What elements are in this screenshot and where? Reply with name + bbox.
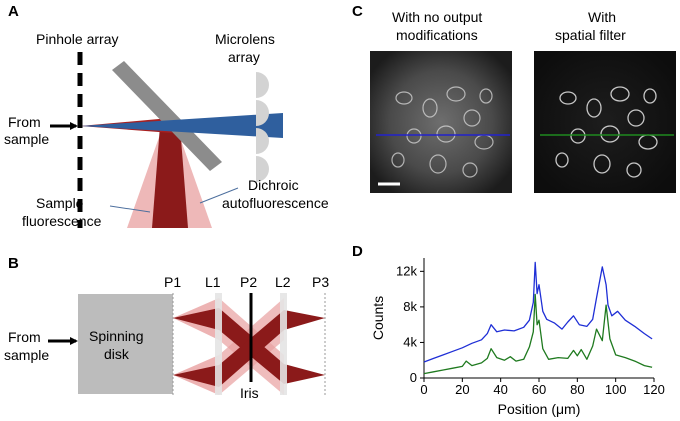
- spinning-disk: [78, 294, 173, 394]
- disk-label-line1: Spinning: [89, 328, 144, 344]
- dichroic-label-line2: autofluorescence: [222, 195, 329, 211]
- dichroic-label-line1: Dichroic: [248, 177, 299, 193]
- plane-label-l1: L1: [205, 274, 221, 290]
- left-title-line1: With no output: [392, 9, 482, 25]
- x-tick-label: 40: [493, 382, 507, 397]
- from-sample-label-line2: sample: [4, 131, 49, 147]
- relay-beams: [173, 298, 325, 395]
- y-tick-label: 0: [410, 370, 417, 385]
- plane-label-p2: P2: [240, 274, 257, 290]
- image-no-modifications: [370, 51, 512, 193]
- y-tick-label: 8k: [403, 299, 417, 314]
- cell-outlines-right: [555, 86, 658, 178]
- lens-l2: [280, 293, 287, 395]
- right-title-line2: spatial filter: [555, 27, 626, 43]
- y-axis-label: Counts: [370, 296, 386, 340]
- left-title-line2: modifications: [396, 27, 478, 43]
- image-spatial-filter: [534, 51, 676, 193]
- dichroic-callout: [199, 187, 239, 204]
- iris-label: Iris: [240, 385, 259, 401]
- panel-c-letter: C: [352, 3, 363, 20]
- panel-a-letter: A: [8, 3, 19, 20]
- x-axis-label: Position (μm): [498, 401, 581, 417]
- plane-markers: [172, 293, 326, 395]
- panel-c: C With no output modifications With spat…: [352, 3, 676, 193]
- sample-fluorescence-label-line1: Sample: [36, 195, 84, 211]
- panel-d-letter: D: [352, 243, 363, 260]
- from-sample-label-line1: From: [8, 114, 41, 130]
- y-tick-label: 4k: [403, 334, 417, 349]
- excitation-beam: [80, 113, 283, 138]
- pinhole-array-label: Pinhole array: [36, 31, 119, 47]
- from-sample-b-line2: sample: [4, 347, 49, 363]
- x-tick-label: 100: [605, 382, 627, 397]
- microlens-label-line2: array: [228, 49, 260, 65]
- x-tick-label: 80: [570, 382, 584, 397]
- from-sample-b-line1: From: [8, 329, 41, 345]
- plane-label-l2: L2: [275, 274, 291, 290]
- microlens-array: [256, 72, 269, 182]
- x-tick-label: 120: [643, 382, 665, 397]
- sample-fluorescence-callout: [109, 205, 151, 213]
- sample-fluorescence-label-line2: fluorescence: [22, 213, 102, 229]
- panel-a: A Pinhole array Microlens array From sam…: [4, 3, 329, 229]
- plane-label-p3: P3: [312, 274, 329, 290]
- panel-b-letter: B: [8, 255, 19, 272]
- x-tick-label: 0: [420, 382, 427, 397]
- cell-outlines-left: [391, 86, 494, 178]
- microlens-label-line1: Microlens: [215, 31, 275, 47]
- series-line-blue: [423, 261, 653, 363]
- lens-l1: [215, 293, 222, 395]
- series-line-green: [423, 293, 653, 375]
- x-tick-label: 20: [455, 382, 469, 397]
- right-title-line1: With: [588, 9, 616, 25]
- panel-b: B Spinning disk Iris: [4, 255, 329, 401]
- x-tick-label: 60: [532, 382, 546, 397]
- y-tick-label: 12k: [396, 263, 417, 278]
- disk-label-line2: disk: [104, 346, 130, 362]
- dichroic-mirror: [112, 61, 222, 171]
- dichroic-autofluorescence-beam: [152, 126, 188, 228]
- plane-label-p1: P1: [164, 274, 181, 290]
